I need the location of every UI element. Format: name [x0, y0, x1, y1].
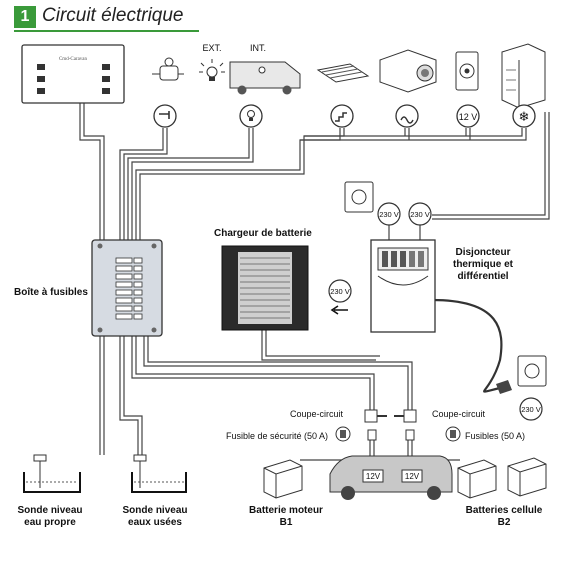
clean-water-tank: [23, 454, 81, 493]
int-label: INT.: [250, 43, 266, 53]
fuse-left: [367, 429, 377, 441]
probe-clean-label: Sonde niveau eau propre: [17, 505, 83, 528]
waste-water-tank: [131, 454, 187, 493]
svg-text:230 V: 230 V: [521, 405, 541, 414]
section-number: 1: [14, 6, 36, 28]
section-title: Circuit électrique: [42, 5, 184, 26]
v230-badge-charger: [328, 279, 352, 303]
socket-12v-icon: [456, 104, 480, 128]
fuse-box-label: Boîte à fusibles: [14, 287, 88, 298]
safety-fuse-label: Fusible de sécurité (50 A): [226, 431, 329, 441]
heater-device: [379, 49, 437, 93]
panel-brand: Cmd-Caravan: [59, 57, 88, 62]
light-bulb-ext: [199, 59, 225, 81]
step-icon: [330, 104, 354, 128]
shore-power-cable: [431, 298, 503, 393]
step-device: [316, 63, 370, 83]
light-bulb-icon: [239, 104, 263, 128]
battery-charger: [221, 245, 309, 331]
wall-outlet-shore: [517, 355, 547, 387]
engine-battery-label: Batterie moteur B1: [249, 505, 323, 528]
title-underline: [14, 30, 199, 32]
v230-badge-b: [408, 202, 432, 226]
fuses-icon: [445, 426, 461, 442]
v12-icon-label: 12 V: [459, 112, 478, 122]
cell-battery-1: [457, 459, 497, 499]
fuse-box: [91, 239, 163, 337]
fuse-right: [405, 429, 415, 441]
vehicle: [329, 455, 453, 500]
tap-icon: [153, 104, 177, 128]
svg-text:❄: ❄: [519, 109, 530, 124]
socket-12v-device: [455, 51, 479, 91]
v230-badge-a: [377, 202, 401, 226]
cutoff-right-label: Coupe-circuit: [432, 409, 486, 419]
svg-text:230 V: 230 V: [379, 210, 399, 219]
probe-waste-label: Sonde niveau eaux usées: [122, 505, 188, 528]
control-panel: Cmd-Caravan: [21, 44, 125, 104]
charger-label: Chargeur de batterie: [214, 228, 312, 239]
water-pump: [152, 57, 184, 81]
svg-text:12V: 12V: [366, 472, 381, 481]
svg-text:230 V: 230 V: [330, 287, 350, 296]
cutoff-left: [364, 409, 387, 423]
fridge-device: [501, 43, 546, 109]
cutoff-right: [394, 409, 417, 423]
charge-arrow: [330, 305, 348, 315]
cell-battery-2: [507, 457, 547, 497]
svg-text:230 V: 230 V: [410, 210, 430, 219]
wall-outlet-upper: [344, 181, 374, 213]
cutoff-left-label: Coupe-circuit: [290, 409, 344, 419]
svg-text:12V: 12V: [405, 472, 420, 481]
fuses-label: Fusibles (50 A): [465, 431, 526, 441]
engine-battery: [263, 459, 303, 499]
cell-battery-label: Batteries cellule B2: [465, 505, 543, 528]
fridge-icon: [512, 104, 536, 128]
ext-label: EXT.: [202, 43, 221, 53]
safety-fuse-icon: [335, 426, 351, 442]
wiring: [79, 102, 550, 472]
heater-icon: [395, 104, 419, 128]
power-plug: [496, 380, 512, 394]
van-icon: [229, 61, 301, 95]
breaker-label: Disjoncteur thermique et différentiel: [452, 247, 513, 282]
v230-badge-plug: [519, 397, 543, 421]
breaker-box: [370, 239, 436, 333]
